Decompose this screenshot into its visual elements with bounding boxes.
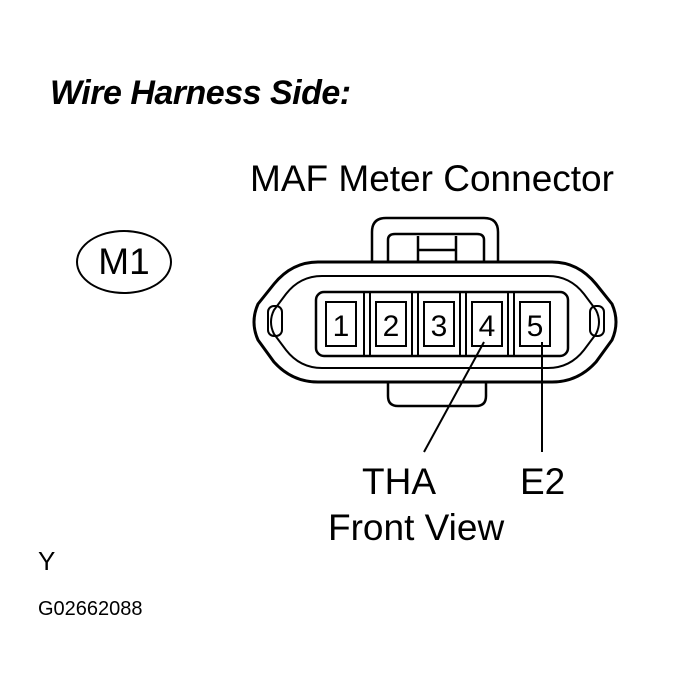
connector-side-lug-right xyxy=(589,305,605,337)
pin-number-1: 1 xyxy=(333,310,350,343)
connector-housing-outer xyxy=(252,260,618,384)
pin-signal-tha: THA xyxy=(362,461,436,502)
connector-code: M1 xyxy=(98,241,150,282)
terminal-cavity-1 xyxy=(325,301,357,347)
terminal-cavities xyxy=(325,301,551,347)
connector-name: MAF Meter Connector xyxy=(250,158,614,199)
leader-line-tha xyxy=(423,341,485,453)
terminal-cavity-5 xyxy=(519,301,551,347)
terminal-cavity-4 xyxy=(471,301,503,347)
connector-side-lug-left xyxy=(267,305,283,337)
pin-signal-e2: E2 xyxy=(520,461,566,502)
pin-number-5: 5 xyxy=(527,310,544,343)
terminal-cavity-2 xyxy=(375,301,407,347)
view-label: Front View xyxy=(328,507,505,548)
connector-housing-inner xyxy=(270,275,600,369)
terminal-frame xyxy=(314,290,570,358)
connector-code-badge: M1 xyxy=(76,230,172,294)
figure-id: G02662088 xyxy=(38,598,143,620)
pin-number-4: 4 xyxy=(479,310,496,343)
pin-number-2: 2 xyxy=(383,310,400,343)
pin-number-3: 3 xyxy=(431,310,448,343)
footer-code: Y xyxy=(38,546,56,576)
connector-bottom-tab xyxy=(386,382,488,408)
terminal-cavity-3 xyxy=(423,301,455,347)
diagram-title: Wire Harness Side: xyxy=(50,74,351,112)
connector-latch xyxy=(370,216,500,262)
terminal-dividers xyxy=(363,292,515,356)
